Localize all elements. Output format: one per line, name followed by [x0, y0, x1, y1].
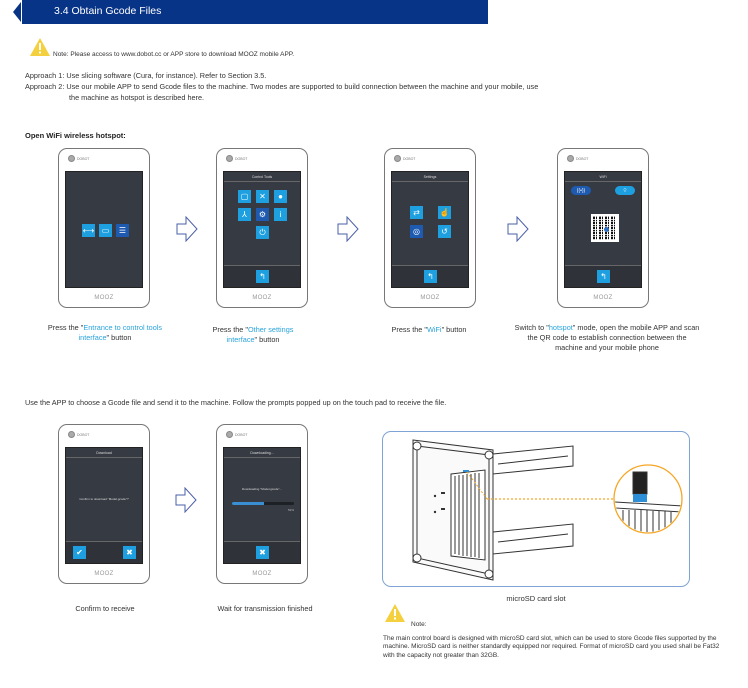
brand-label: MOOZ: [94, 571, 114, 577]
touch-screen: Download Confirm to download "Model.gcod…: [65, 447, 143, 564]
note-text: The main control board is designed with …: [383, 635, 720, 659]
print-icon[interactable]: ▭: [99, 224, 112, 237]
approach-label: Approach 1:: [25, 71, 65, 80]
back-icon[interactable]: ↰: [256, 270, 269, 283]
caption-confirm: Confirm to receive: [75, 604, 135, 613]
caption-step-4: Switch to "hotspot" mode, open the mobil…: [514, 323, 700, 352]
warning-icon: [385, 604, 405, 622]
highlight-text: Entrance to control tools interface: [78, 323, 163, 342]
warning-icon: [30, 38, 50, 56]
brand-label: MOOZ: [94, 295, 114, 301]
phone-wifi: DOBOT WiFi ((•)) ⌔ ↰ MOOZ: [557, 148, 649, 308]
other-settings-icon[interactable]: ⚙: [256, 208, 269, 221]
touch-screen: Control Tools ▢ ✕ ● ⅄ ⚙ i ⏻ ↰: [223, 171, 301, 288]
image-caption: microSD card slot: [506, 594, 566, 603]
hotspot-icon[interactable]: ((•)): [571, 186, 591, 195]
bottom-bar: ↰: [224, 265, 300, 287]
info-icon[interactable]: i: [274, 208, 287, 221]
arrow-right-icon: [337, 216, 359, 242]
caption-step-3: Press the "WiFi" button: [391, 325, 467, 334]
bottom-bar: ✖: [224, 541, 300, 563]
approach-text: Use our mobile APP to send Gcode files t…: [66, 82, 539, 91]
touch-icon[interactable]: ☝: [438, 206, 451, 219]
screen-title: Control Tools: [224, 172, 300, 182]
progress-percent: 52%: [287, 508, 294, 512]
dobot-logo: DOBOT: [394, 155, 415, 162]
touch-screen: Settings ⇄ ☝ ◎ ↺ ↰: [391, 171, 469, 288]
back-icon[interactable]: ↰: [597, 270, 610, 283]
subsection-title: Open WiFi wireless hotspot:: [25, 131, 126, 140]
dobot-logo: DOBOT: [68, 431, 89, 438]
axis-icon[interactable]: ⅄: [238, 208, 251, 221]
reset-icon[interactable]: ↺: [438, 225, 451, 238]
cancel-icon[interactable]: ✖: [123, 546, 136, 559]
caption-step-2: Press the "Other settings interface" but…: [212, 325, 294, 344]
wifi-icon[interactable]: ⌔: [615, 186, 635, 195]
note-text: Note: Please access to www.dobot.cc or A…: [53, 51, 295, 58]
note-label: Note:: [411, 621, 427, 628]
filament-icon[interactable]: ●: [274, 190, 287, 203]
machine-illustration: [382, 431, 690, 587]
approach-label: Approach 2:: [25, 82, 65, 91]
progress-fill: [232, 502, 265, 505]
highlight-text: hotspot: [548, 323, 573, 332]
section-header: 3.4 Obtain Gcode Files: [22, 0, 488, 24]
cancel-icon[interactable]: ✖: [256, 546, 269, 559]
screen-message: Confirm to download "Model.gcode"?: [79, 497, 129, 501]
arrow-right-icon: [176, 216, 198, 242]
dobot-logo: DOBOT: [68, 155, 89, 162]
approach-2-continuation: the machine as hotspot is described here…: [69, 93, 205, 102]
back-icon[interactable]: ↰: [424, 270, 437, 283]
phone-downloading: DOBOT Downloading... Downloading "Model.…: [216, 424, 308, 584]
caption-wait: Wait for transmission finished: [217, 604, 313, 613]
brand-label: MOOZ: [420, 295, 440, 301]
menu-list-icon[interactable]: ☰: [116, 224, 129, 237]
use-app-instruction: Use the APP to choose a Gcode file and s…: [25, 398, 447, 407]
brand-label: MOOZ: [593, 295, 613, 301]
touch-screen: WiFi ((•)) ⌔ ↰: [564, 171, 642, 288]
switch-icon[interactable]: ⇄: [410, 206, 423, 219]
bottom-bar: ↰: [392, 265, 468, 287]
section-title: 3.4 Obtain Gcode Files: [54, 5, 162, 17]
arrow-right-icon: [175, 487, 197, 513]
arrow-right-icon: [507, 216, 529, 242]
brand-label: MOOZ: [252, 571, 272, 577]
leveling-icon[interactable]: ✕: [256, 190, 269, 203]
printer-drawing: [412, 439, 683, 581]
header-tab-marker: [13, 2, 21, 22]
screen-title: Settings: [392, 172, 468, 182]
screen-title: Download: [66, 448, 142, 458]
dobot-logo: DOBOT: [226, 155, 247, 162]
download-progress-bar: [232, 502, 294, 505]
phone-settings: DOBOT Settings ⇄ ☝ ◎ ↺ ↰ MOOZ: [384, 148, 476, 308]
approach-text: Use slicing software (Cura, for instance…: [66, 71, 267, 80]
qr-code: [591, 214, 619, 242]
power-icon[interactable]: ⏻: [256, 226, 269, 239]
phone-home: DOBOT ⟷ ▭ ☰ MOOZ: [58, 148, 150, 308]
preheat-icon[interactable]: ▢: [238, 190, 251, 203]
touch-screen: ⟷ ▭ ☰: [65, 171, 143, 288]
caption-step-1: Press the "Entrance to control tools int…: [47, 323, 163, 342]
screen-title: Downloading...: [224, 448, 300, 458]
dobot-logo: DOBOT: [226, 431, 247, 438]
touch-screen: Downloading... Downloading "Model.gcode"…: [223, 447, 301, 564]
move-icon[interactable]: ⟷: [82, 224, 95, 237]
phone-download-confirm: DOBOT Download Confirm to download "Mode…: [58, 424, 150, 584]
highlight-text: WiFi: [426, 325, 442, 334]
bottom-bar: ✔ ✖: [66, 541, 142, 563]
confirm-icon[interactable]: ✔: [73, 546, 86, 559]
approach-1: Approach 1: Use slicing software (Cura, …: [25, 71, 266, 81]
bottom-bar: ↰: [565, 265, 641, 287]
phone-control-tools: DOBOT Control Tools ▢ ✕ ● ⅄ ⚙ i ⏻ ↰ MOOZ: [216, 148, 308, 308]
wifi-settings-icon[interactable]: ◎: [410, 225, 423, 238]
screen-title: WiFi: [565, 172, 641, 182]
dobot-logo: DOBOT: [567, 155, 588, 162]
highlight-text: Other settings interface: [226, 325, 294, 344]
screen-message: Downloading "Model.gcode"...: [242, 487, 282, 491]
approach-2: Approach 2: Use our mobile APP to send G…: [25, 82, 735, 92]
brand-label: MOOZ: [252, 295, 272, 301]
